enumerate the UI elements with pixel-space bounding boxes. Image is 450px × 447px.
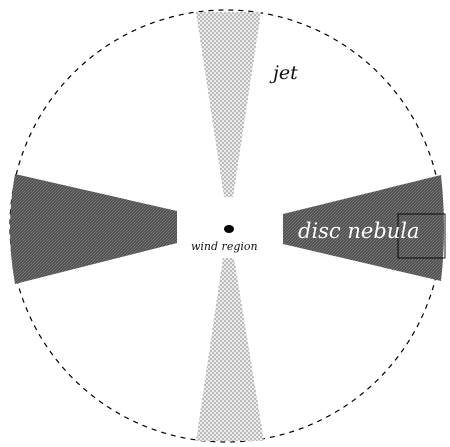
jet-cone-bottom	[196, 258, 264, 441]
jet-cone-top	[196, 12, 261, 197]
central-star	[224, 225, 234, 233]
jet-label: jet	[269, 62, 298, 84]
wind-region-label: wind region	[191, 240, 258, 253]
disc-nebula-label: disc nebula	[298, 219, 420, 243]
disc-wedge-left	[10, 174, 177, 284]
